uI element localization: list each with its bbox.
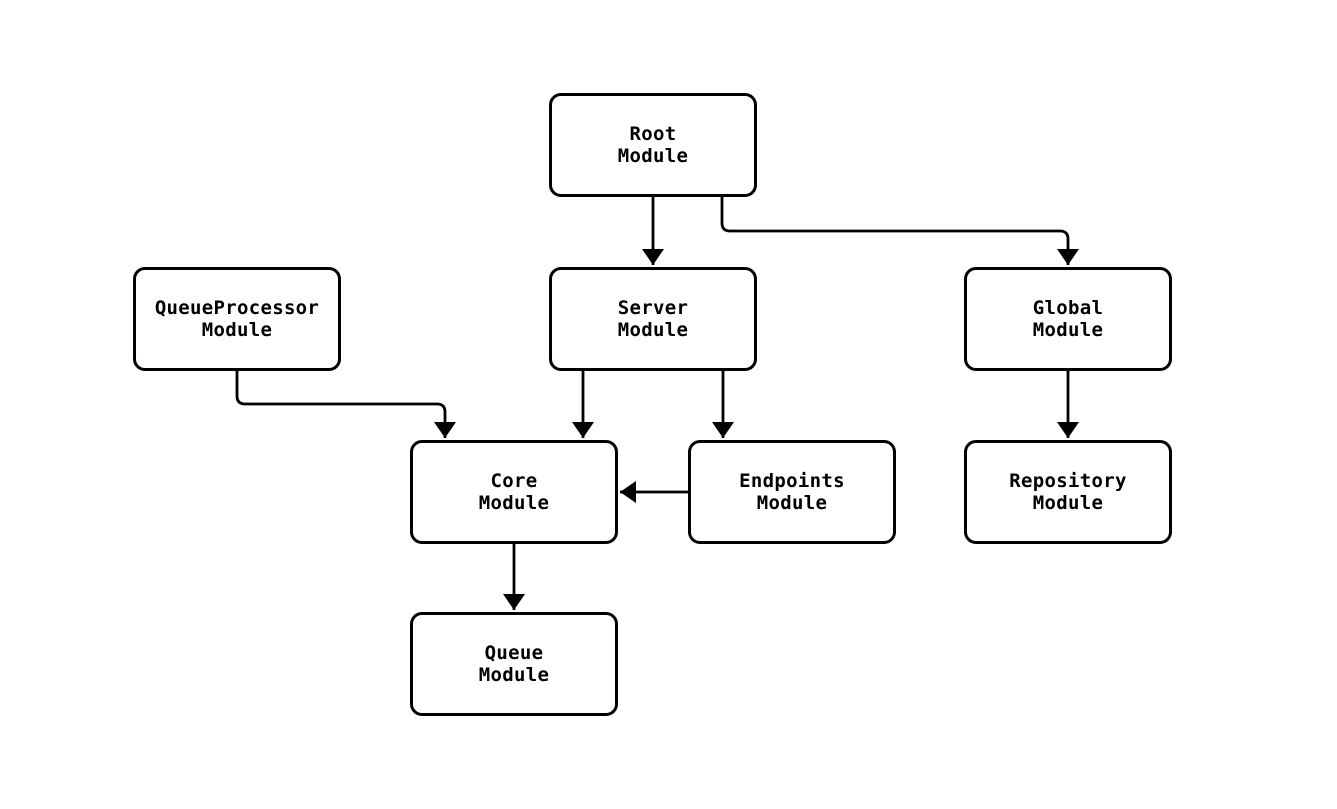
edge-root-to-global <box>720 197 1079 265</box>
node-global-module: Global Module <box>964 267 1172 371</box>
node-label-line: Module <box>617 319 689 341</box>
node-label-line: Module <box>756 492 828 514</box>
node-label-line: Endpoints <box>739 470 845 492</box>
node-label-line: Module <box>1032 492 1104 514</box>
node-label-line: QueueProcessor <box>154 297 320 319</box>
node-label-line: Module <box>478 492 550 514</box>
node-label-line: Repository <box>1009 470 1127 492</box>
node-root-module: Root Module <box>549 93 757 197</box>
node-label-line: Module <box>617 145 689 167</box>
node-server-module: Server Module <box>549 267 757 371</box>
node-label-line: Root <box>629 123 677 145</box>
node-endpoints-module: Endpoints Module <box>688 440 896 544</box>
node-label-line: Module <box>478 664 550 686</box>
node-queue-module: Queue Module <box>410 612 618 716</box>
node-label-line: Module <box>1032 319 1104 341</box>
node-repository-module: Repository Module <box>964 440 1172 544</box>
node-core-module: Core Module <box>410 440 618 544</box>
node-label-line: Server <box>617 297 689 319</box>
node-label-line: Core <box>490 470 538 492</box>
node-label-line: Queue <box>484 642 544 664</box>
node-queueprocessor-module: QueueProcessor Module <box>133 267 341 371</box>
node-label-line: Module <box>201 319 273 341</box>
edge-queueprocessor-to-core <box>235 371 456 438</box>
node-label-line: Global <box>1032 297 1104 319</box>
